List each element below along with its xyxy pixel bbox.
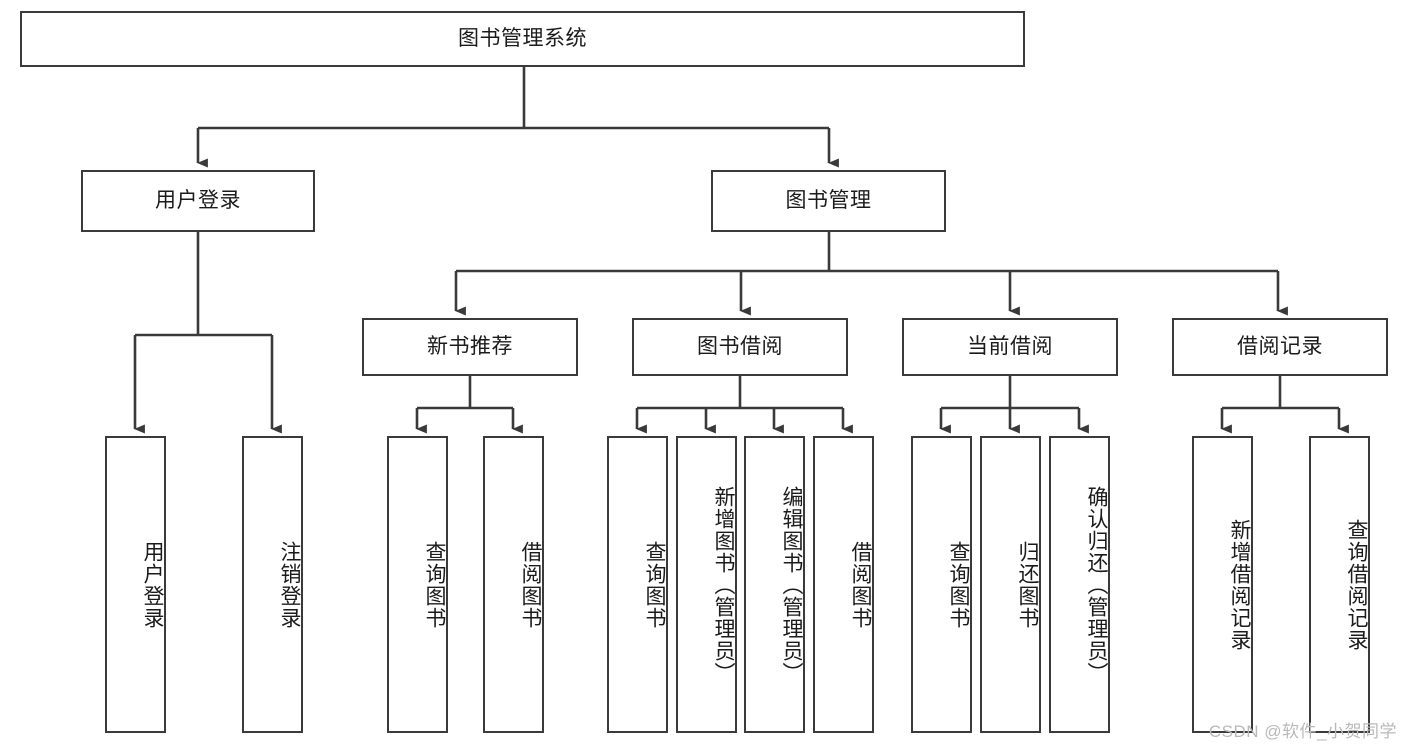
node-leaf-add-book-admin-label: 新增图书（管理员） bbox=[712, 485, 735, 684]
node-leaf-confirm-return-admin[interactable]: 确认归还（管理员） bbox=[1049, 436, 1110, 733]
node-leaf-confirm-return-admin-label: 确认归还（管理员） bbox=[1085, 485, 1108, 684]
node-leaf-user-login-label: 用户登录 bbox=[141, 540, 164, 629]
node-leaf-return-books[interactable]: 归还图书 bbox=[980, 436, 1041, 733]
node-leaf-query-books-b-label: 查询图书 bbox=[643, 540, 666, 629]
node-leaf-query-borrow-record-label: 查询借阅记录 bbox=[1345, 518, 1368, 651]
node-leaf-return-books-label: 归还图书 bbox=[1016, 540, 1039, 629]
node-leaf-borrow-books-b[interactable]: 借阅图书 bbox=[813, 436, 874, 733]
node-book-management-label: 图书管理 bbox=[785, 188, 872, 212]
node-leaf-borrow-books-a-label: 借阅图书 bbox=[519, 540, 542, 629]
csdn-watermark: CSDN @软件_小贺同学 bbox=[1208, 722, 1397, 741]
node-book-management[interactable]: 图书管理 bbox=[711, 170, 946, 232]
node-root-label: 图书管理系统 bbox=[458, 26, 587, 50]
node-leaf-logout[interactable]: 注销登录 bbox=[242, 436, 303, 733]
node-borrow-records[interactable]: 借阅记录 bbox=[1172, 318, 1388, 376]
node-leaf-borrow-books-a[interactable]: 借阅图书 bbox=[483, 436, 544, 733]
node-leaf-borrow-books-b-label: 借阅图书 bbox=[849, 540, 872, 629]
node-leaf-add-borrow-record-label: 新增借阅记录 bbox=[1228, 518, 1251, 651]
node-user-login-label: 用户登录 bbox=[155, 188, 241, 212]
node-book-borrow-label: 图书借阅 bbox=[697, 334, 783, 358]
node-leaf-query-books-c-label: 查询图书 bbox=[947, 540, 970, 629]
node-leaf-user-login[interactable]: 用户登录 bbox=[105, 436, 166, 733]
node-user-login[interactable]: 用户登录 bbox=[81, 170, 315, 232]
node-book-borrow[interactable]: 图书借阅 bbox=[632, 318, 848, 376]
node-borrow-records-label: 借阅记录 bbox=[1237, 334, 1323, 358]
node-leaf-edit-book-admin-label: 编辑图书（管理员） bbox=[780, 485, 803, 684]
node-new-book-recommend-label: 新书推荐 bbox=[427, 334, 513, 358]
node-current-borrow-label: 当前借阅 bbox=[967, 334, 1053, 358]
node-leaf-logout-label: 注销登录 bbox=[278, 540, 301, 629]
node-root[interactable]: 图书管理系统 bbox=[20, 11, 1025, 67]
node-leaf-query-books-a[interactable]: 查询图书 bbox=[387, 436, 448, 733]
node-leaf-query-books-a-label: 查询图书 bbox=[423, 540, 446, 629]
node-leaf-add-borrow-record[interactable]: 新增借阅记录 bbox=[1192, 436, 1253, 733]
node-current-borrow[interactable]: 当前借阅 bbox=[902, 318, 1118, 376]
node-leaf-edit-book-admin[interactable]: 编辑图书（管理员） bbox=[744, 436, 805, 733]
node-leaf-add-book-admin[interactable]: 新增图书（管理员） bbox=[676, 436, 737, 733]
node-leaf-query-borrow-record[interactable]: 查询借阅记录 bbox=[1309, 436, 1370, 733]
node-leaf-query-books-c[interactable]: 查询图书 bbox=[911, 436, 972, 733]
node-leaf-query-books-b[interactable]: 查询图书 bbox=[607, 436, 668, 733]
node-new-book-recommend[interactable]: 新书推荐 bbox=[362, 318, 578, 376]
